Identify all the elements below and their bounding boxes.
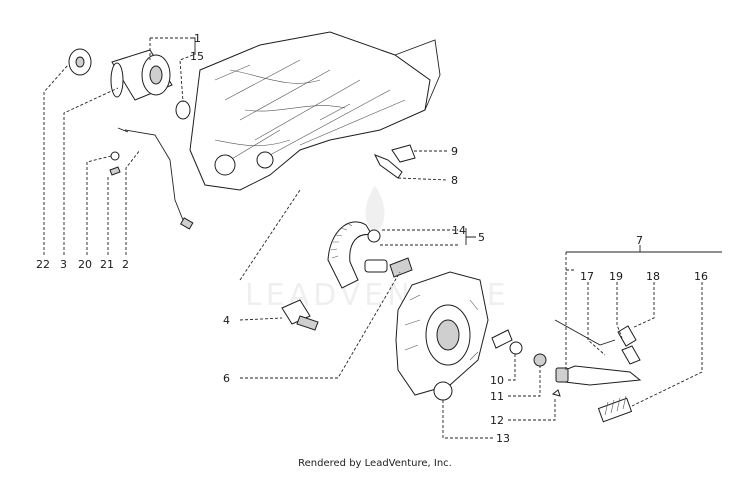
side-cover — [395, 271, 489, 396]
callout-labels: 1 15 22 3 20 21 2 9 8 14 5 4 6 7 17 19 1… — [36, 32, 708, 445]
callout-14: 14 — [452, 224, 466, 237]
callout-11: 11 — [490, 390, 504, 403]
washer-small-part — [551, 389, 561, 397]
shift-lever-assembly — [554, 319, 642, 386]
footer-credit: Rendered by LeadVenture, Inc. — [298, 458, 452, 469]
callout-19: 19 — [609, 270, 623, 283]
callout-18: 18 — [646, 270, 660, 283]
leader-lines — [43, 37, 722, 439]
callout-2: 2 — [122, 258, 129, 271]
callout-8: 8 — [451, 174, 458, 187]
callout-3: 3 — [60, 258, 67, 271]
callout-10: 10 — [490, 374, 504, 387]
crankcase-housing — [189, 31, 441, 191]
nut-part — [533, 353, 547, 367]
cable-part — [117, 127, 194, 230]
gear-sector — [327, 221, 413, 289]
cap-part — [433, 381, 453, 401]
spring-part — [597, 395, 633, 423]
bracket-part — [373, 144, 416, 179]
callout-4: 4 — [223, 314, 230, 327]
callout-9: 9 — [451, 145, 458, 158]
sensor-part — [281, 299, 319, 331]
callout-1: 1 — [194, 32, 201, 45]
callout-17: 17 — [580, 270, 594, 283]
watermark-flame-icon — [365, 185, 385, 235]
callout-20: 20 — [78, 258, 92, 271]
callout-12: 12 — [490, 414, 504, 427]
o-ring-part — [175, 100, 191, 120]
callout-15: 15 — [190, 50, 204, 63]
callout-5: 5 — [478, 231, 485, 244]
callout-16: 16 — [694, 270, 708, 283]
seal-part — [509, 341, 523, 355]
gear-part — [68, 48, 92, 76]
shaft-part — [491, 329, 513, 349]
callout-13: 13 — [496, 432, 510, 445]
bolt-part — [109, 166, 121, 176]
callout-7: 7 — [636, 234, 643, 247]
callout-6: 6 — [223, 372, 230, 385]
starter-motor — [110, 49, 173, 101]
callout-22: 22 — [36, 258, 50, 271]
washer-part — [110, 151, 120, 161]
callout-21: 21 — [100, 258, 114, 271]
